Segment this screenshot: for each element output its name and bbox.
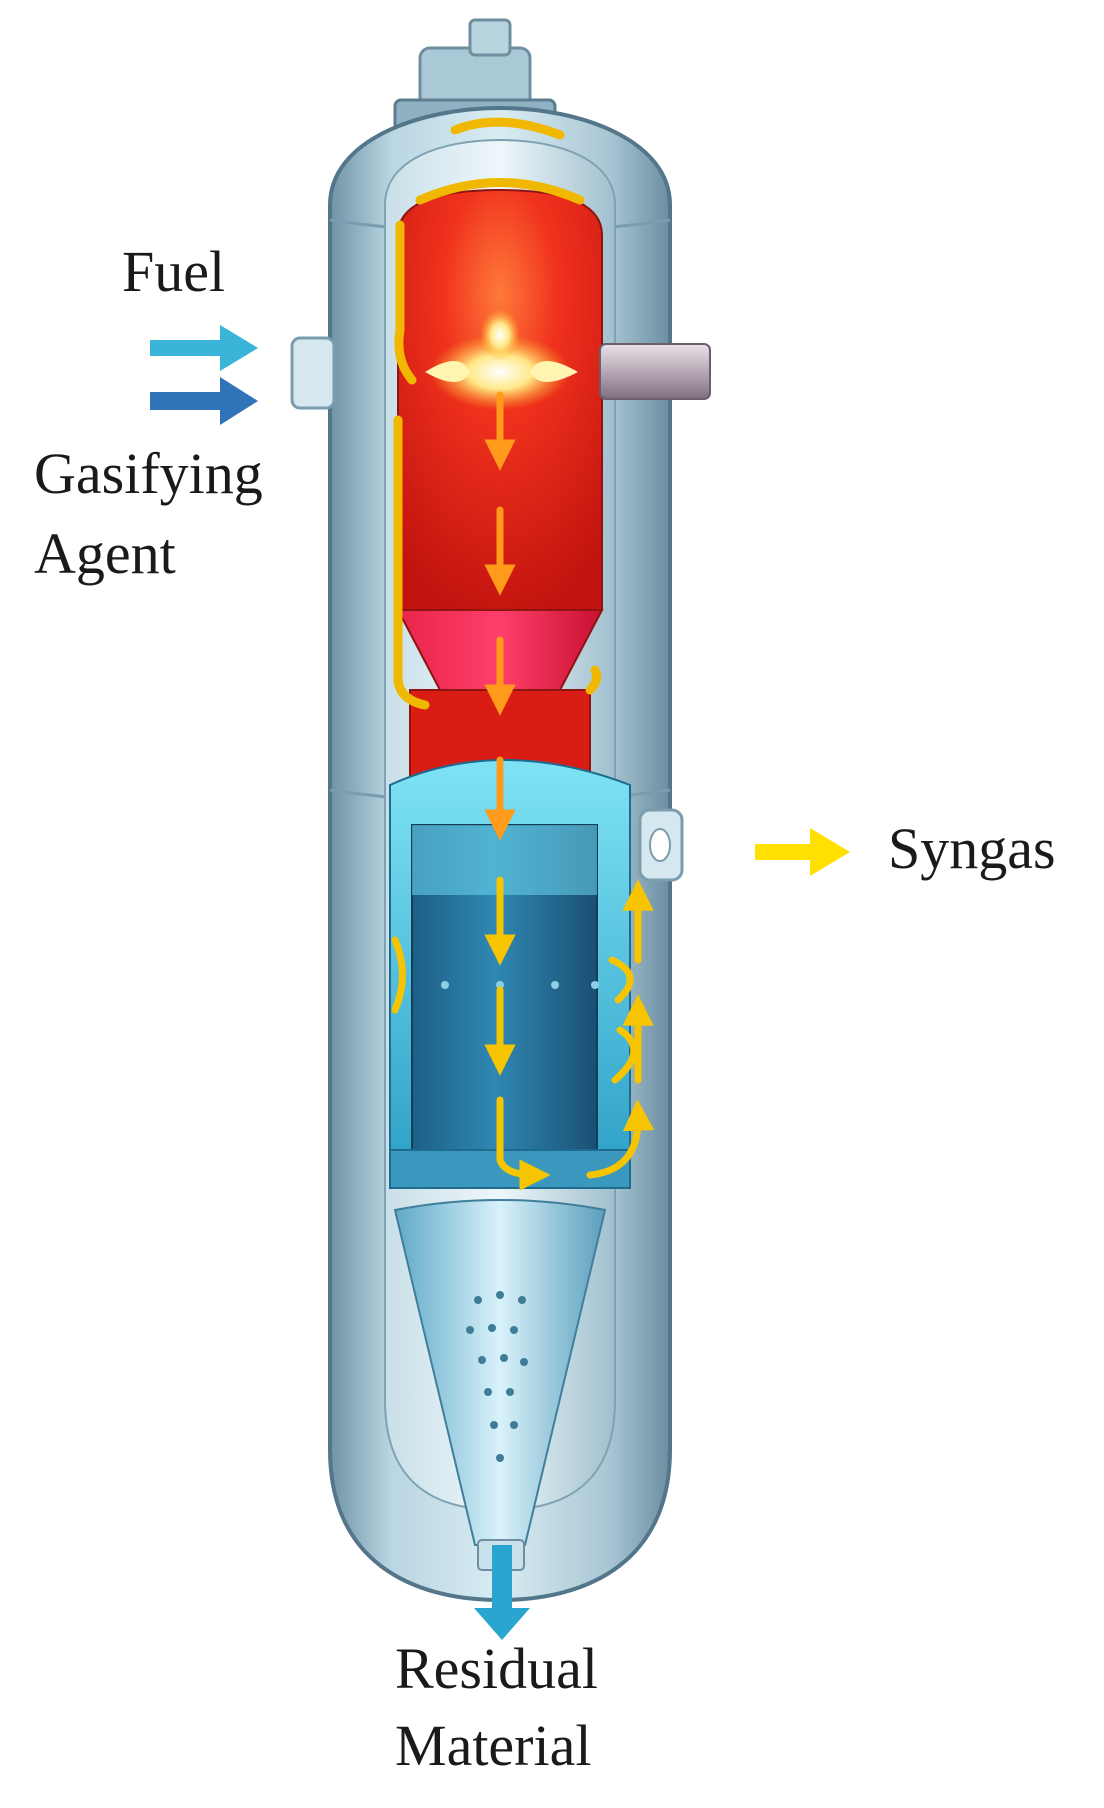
- gasifying-agent-label-line2: Agent: [34, 521, 176, 586]
- residual-arrow: [474, 1545, 530, 1640]
- flow-arrow-up-turn: [586, 1099, 655, 1179]
- flow-arrow-turn: [496, 1096, 551, 1191]
- cooling-coils: [393, 117, 602, 710]
- fuel-arrow: [150, 325, 258, 371]
- residual-material-label-line2: Material: [395, 1713, 592, 1778]
- gasifying-agent-arrow: [150, 377, 258, 425]
- burner-pipe: [599, 343, 711, 400]
- fuel-label: Fuel: [122, 239, 226, 304]
- syngas-arrow: [755, 828, 850, 876]
- syngas-outlet-nozzle: [638, 808, 684, 882]
- gasifying-agent-label: Gasifying: [34, 441, 263, 506]
- inlet-nozzle: [290, 336, 336, 410]
- syngas-label: Syngas: [888, 816, 1056, 881]
- burner-flame: [430, 334, 570, 410]
- quench-chamber: [389, 759, 631, 1189]
- flow-arrows: [391, 391, 655, 1191]
- residual-material-label: Residual: [395, 1636, 598, 1701]
